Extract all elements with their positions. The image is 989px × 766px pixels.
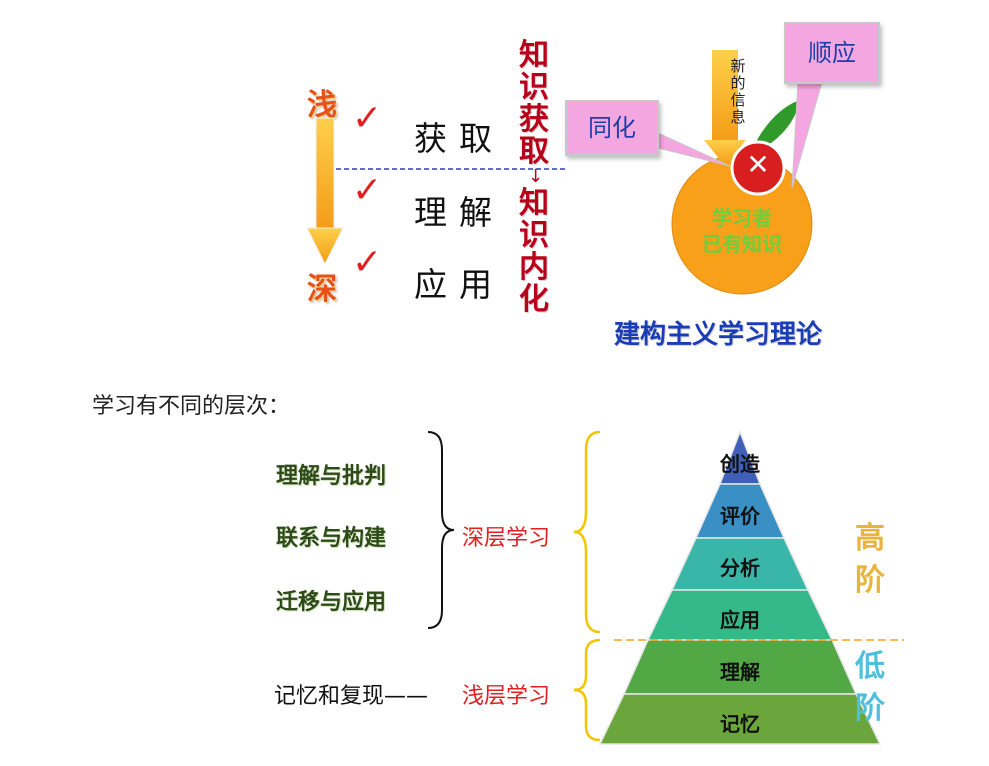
constructivism-diagram bbox=[649, 50, 823, 295]
shallow-item: 记忆和复现—— bbox=[274, 684, 429, 709]
shallow-label: 浅 bbox=[307, 88, 337, 123]
pyramid-label-analyze: 分析 bbox=[720, 556, 760, 580]
assimilation-callout: 同化 bbox=[565, 100, 659, 156]
pyramid-label-apply: 应用 bbox=[720, 608, 760, 632]
x-mark-icon: ✕ bbox=[746, 148, 770, 181]
pyramid-label-evaluate: 评价 bbox=[720, 504, 760, 528]
x-circle bbox=[730, 140, 786, 196]
small-down-arrow: ↓ bbox=[528, 166, 544, 187]
check-icon-1: ✓ bbox=[352, 98, 383, 139]
pyramid-label-create: 创造 bbox=[720, 452, 760, 476]
shallow-learning-label: 浅层学习 bbox=[462, 684, 551, 709]
step-understand: 理解 bbox=[414, 193, 504, 232]
brace-yellow-bottom bbox=[573, 638, 601, 742]
high-tier-label: 高 阶 bbox=[855, 521, 885, 598]
check-icon-2: ✓ bbox=[352, 170, 383, 211]
new-info-text: 新 的 信 息 bbox=[730, 57, 746, 126]
brace-yellow-top bbox=[573, 430, 601, 634]
levels-heading: 学习有不同的层次： bbox=[92, 394, 291, 419]
brace-black bbox=[427, 431, 455, 629]
bloom-pyramid bbox=[598, 429, 904, 745]
deep-learning-label: 深层学习 bbox=[462, 526, 551, 551]
accommodation-callout: 顺应 bbox=[784, 22, 880, 84]
knowledge-acquire-text: 知 识 获 取 bbox=[519, 38, 549, 169]
learner-text-2: 已有知识 bbox=[702, 232, 782, 256]
step-acquire: 获取 bbox=[414, 119, 504, 158]
check-icon-3: ✓ bbox=[352, 242, 383, 283]
divider-dashed bbox=[336, 168, 566, 170]
deep-item-2: 联系与构建 bbox=[276, 526, 387, 551]
deep-item-3: 迁移与应用 bbox=[276, 590, 387, 615]
deep-item-1: 理解与批判 bbox=[276, 464, 387, 489]
step-apply: 应用 bbox=[414, 265, 504, 304]
knowledge-internalize-text: 知 识 内 化 bbox=[519, 186, 549, 317]
leaf-icon bbox=[756, 100, 800, 150]
theory-title: 建构主义学习理论 bbox=[614, 320, 823, 350]
pyramid-tier-remember bbox=[598, 693, 882, 745]
deep-label: 深 bbox=[307, 272, 337, 307]
down-arrow bbox=[306, 117, 344, 266]
pyramid-label-understand: 理解 bbox=[720, 660, 760, 684]
low-tier-label: 低 阶 bbox=[855, 649, 885, 726]
pyramid-label-remember: 记忆 bbox=[720, 712, 760, 736]
learner-text-1: 学习者 bbox=[712, 206, 772, 230]
